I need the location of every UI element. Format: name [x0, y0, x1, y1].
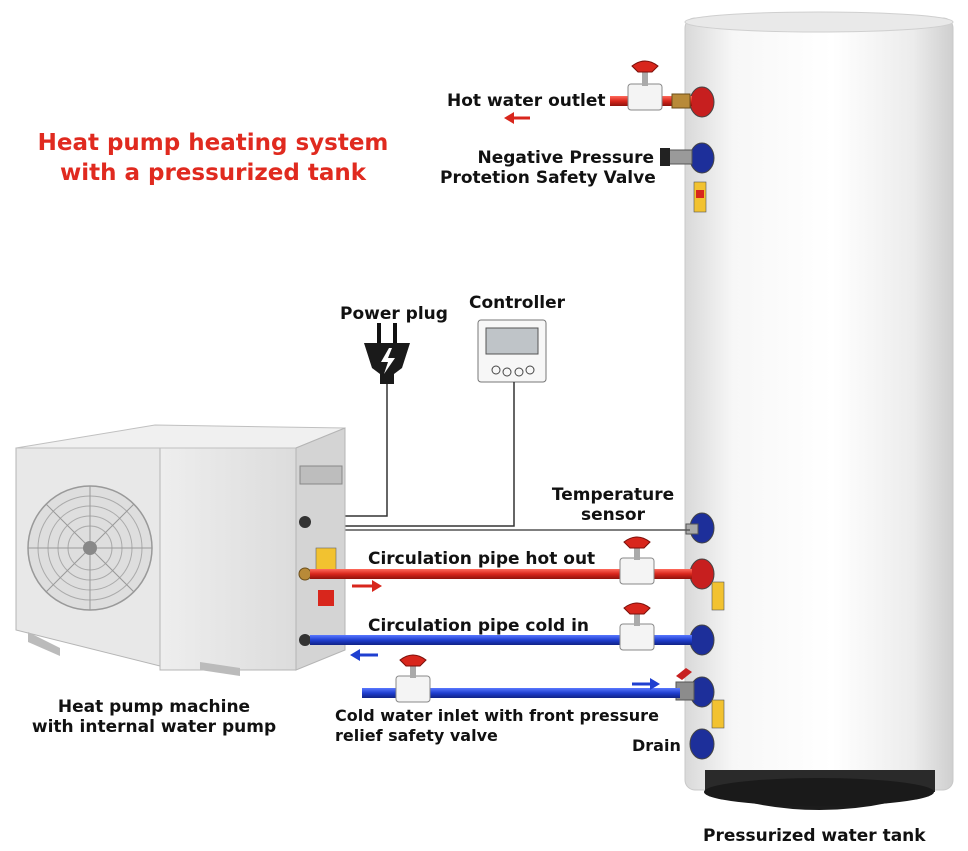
label-negative-pressure-line1: Negative Pressure: [477, 148, 654, 168]
label-negative-pressure-valve: Negative Pressure Protetion Safety Valve: [440, 148, 656, 188]
tank-port-circulation-hot: [689, 558, 715, 590]
label-circulation-cold-in: Circulation pipe cold in: [368, 616, 590, 636]
heat-pump-port-cold: [299, 634, 311, 646]
plug-icon: [364, 323, 410, 384]
flow-arrow-icon: [632, 678, 660, 690]
pressurized-water-tank: [684, 11, 954, 810]
diagram-title: Heat pump heating system with a pressuri…: [18, 128, 408, 188]
label-temperature-sensor-line1: Temperature: [551, 485, 675, 505]
circulation-cold-pipe: [310, 602, 692, 651]
tank-port-hot-outlet: [689, 86, 715, 118]
label-drain: Drain: [632, 736, 681, 755]
label-power-plug: Power plug: [340, 304, 448, 324]
label-pressurized-water-tank: Pressurized water tank: [703, 826, 926, 846]
heat-pump-port-hot: [298, 567, 312, 581]
label-heat-pump-line1: Heat pump machine: [57, 697, 251, 717]
flow-arrow-icon: [352, 580, 382, 592]
label-cold-water-inlet: Cold water inlet with front pressure rel…: [335, 706, 659, 746]
cold-inlet-pipe: [362, 654, 680, 703]
tank-warning-sticker-lower: [711, 581, 725, 729]
label-cold-inlet-line1: Cold water inlet with front pressure: [335, 706, 659, 725]
circulation-hot-pipe: [310, 536, 692, 585]
fan-icon: [27, 485, 153, 611]
tank-port-circulation-cold: [689, 624, 715, 656]
label-circulation-hot-out: Circulation pipe hot out: [368, 549, 596, 569]
label-temperature-sensor: Temperature sensor: [543, 485, 683, 525]
diagram-title-line1: Heat pump heating system: [37, 130, 389, 156]
diagram-title-line2: with a pressurized tank: [59, 160, 367, 186]
tank-port-sensor: [685, 512, 715, 544]
flow-arrow-icon: [504, 112, 530, 124]
label-negative-pressure-line2: Protetion Safety Valve: [440, 168, 656, 188]
label-heat-pump-machine: Heat pump machine with internal water pu…: [20, 697, 288, 737]
flow-arrow-icon: [350, 649, 378, 661]
tank-port-drain: [689, 728, 715, 760]
label-controller: Controller: [469, 293, 566, 313]
controller-cable: [318, 382, 515, 527]
hot-outlet-pipe: [610, 60, 692, 111]
tank-port-cold-inlet: [675, 668, 715, 708]
label-temperature-sensor-line2: sensor: [581, 505, 645, 525]
tank-port-negative-pressure: [660, 142, 715, 174]
label-cold-inlet-line2: relief safety valve: [335, 726, 498, 745]
label-heat-pump-line2: with internal water pump: [31, 717, 277, 737]
label-hot-water-outlet: Hot water outlet: [447, 91, 606, 111]
heat-pump-port-sensor: [299, 516, 311, 528]
controller-icon: [477, 319, 547, 383]
tank-warning-sticker: [693, 181, 707, 213]
